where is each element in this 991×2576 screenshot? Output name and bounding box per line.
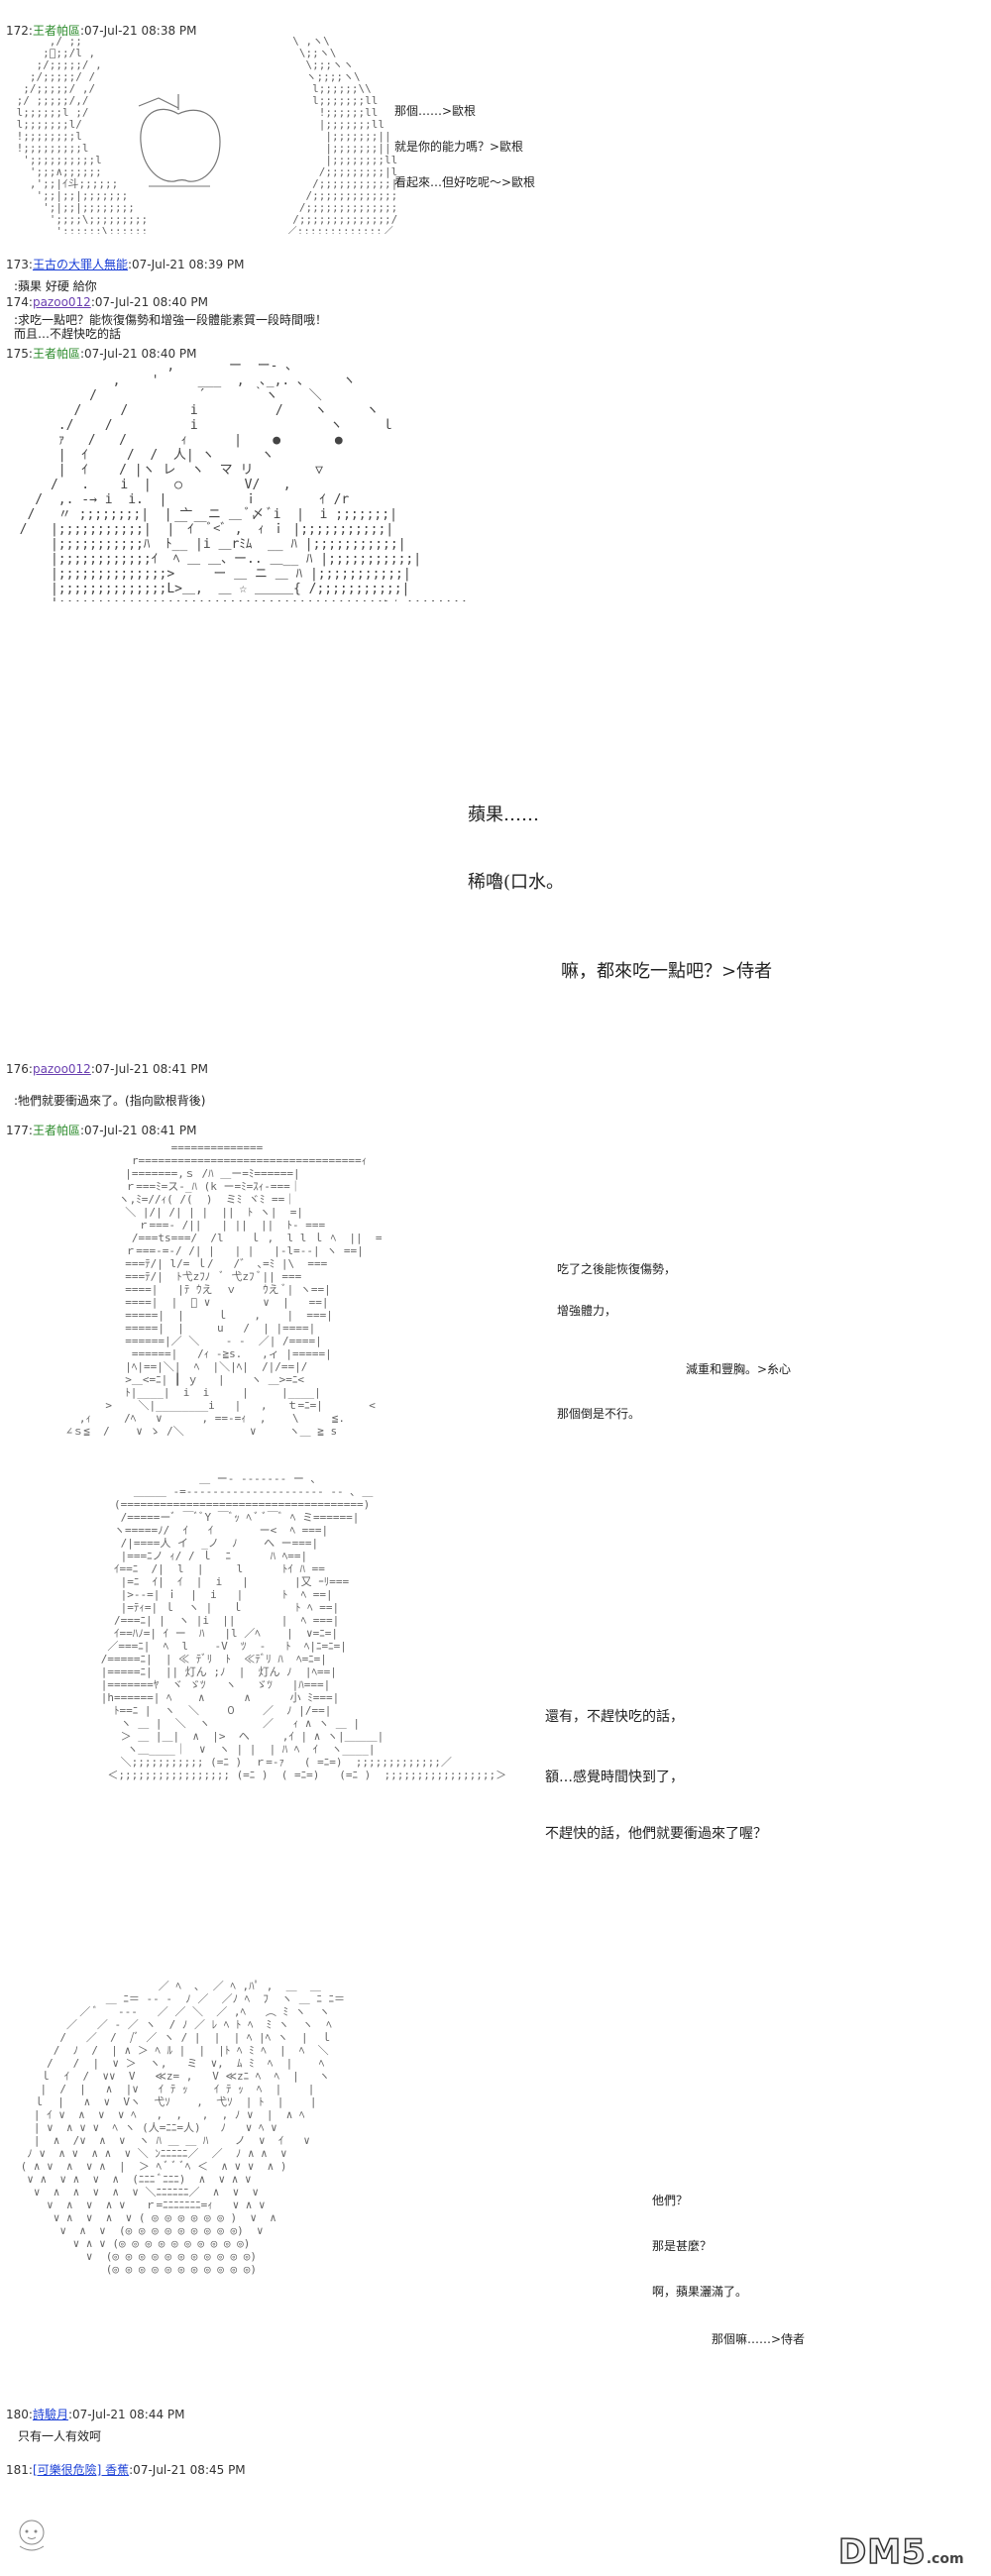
dialog-line: 減重和豐胸。>糸心	[686, 1362, 792, 1376]
dialog-line: 嘛，都來吃一點吧？>侍者	[561, 961, 773, 982]
poster-name[interactable]: 王者帕區	[32, 24, 80, 38]
dialog-line: 那是甚麼？	[652, 2239, 713, 2253]
post-body: 只有一人有效呵	[18, 2429, 102, 2443]
poster-name[interactable]: pazoo012	[32, 1062, 91, 1076]
dialog-line: 那個倒是不行。	[557, 1407, 641, 1421]
dialog-line: 看起來…但好吃呢～>歐根	[394, 175, 536, 189]
post-body: 而且…不趕快吃的話	[14, 327, 122, 341]
dialog-line: 蘋果……	[468, 805, 539, 825]
dm5-logo: DM5.com	[837, 2531, 983, 2573]
dialog-line: 稀嚕(口水。	[468, 872, 565, 893]
ascii-art-right-hair: \ ,ヽ\ \;;ヽ\ \;;;ヽヽ ヽ;;;;ヽ\ l;;;;;;\\ l;;…	[285, 36, 398, 234]
ascii-art-panel-b: ＿ ー‐ ‐‐‐‐‐‐‐ ー ､ ＿＿＿ -=‐‐‐‐‐‐‐‐‐‐‐‐‐‐‐‐‐…	[100, 1472, 507, 1781]
poster-name[interactable]: pazoo012	[32, 295, 91, 309]
post-header-172: 172:王者帕區:07-Jul-21 08:38 PM	[6, 24, 197, 38]
apple-drawing	[138, 94, 221, 187]
post-header-181: 181:[可樂很危險] 香蕉:07-Jul-21 08:45 PM	[6, 2463, 246, 2477]
poster-name[interactable]: 王者帕區	[32, 347, 80, 361]
dialog-line: 那個嘛……>侍者	[712, 2332, 806, 2346]
dm5-logo-suffix: .com	[926, 2551, 964, 2567]
poster-name[interactable]: [可樂很危險] 香蕉	[32, 2463, 130, 2477]
poster-name[interactable]: 王古の大罪人無能	[32, 258, 128, 271]
post-body: :牠們就要衝過來了。(指向歐根背後)	[14, 1094, 206, 1108]
ascii-art-left-hair: ,/ ;; ;ﾞ;;/l , ;/;;;;;/ , ;/;;;;;/ / ;/;…	[16, 36, 149, 234]
dialog-line: 額…感覺時間快到了，	[545, 1770, 684, 1785]
poster-name[interactable]: 王者帕區	[32, 1124, 80, 1137]
ascii-art-panel-a: ============== r========================…	[65, 1141, 383, 1438]
post-header-173: 173:王古の大罪人無能:07-Jul-21 08:39 PM	[6, 258, 245, 271]
dialog-line: 吃了之後能恢復傷勢，	[557, 1262, 677, 1276]
dialog-line: 他們？	[652, 2194, 689, 2207]
post-body: :蘋果 好硬 給你	[14, 279, 97, 293]
dialog-line: 啊，蘋果灑滿了。	[652, 2285, 748, 2299]
post-header-174: 174:pazoo012:07-Jul-21 08:40 PM	[6, 295, 209, 309]
ascii-art-panel-c: ／ ﾍ ､ ／ ﾍ ,ﾊﾟ , ＿ ＿ ＿ ﾆ＝ ‐‐ ‐ ﾉ ／ ／ﾉ ﾍ ﾌ…	[20, 1980, 346, 2276]
post-header-175: 175:王者帕區:07-Jul-21 08:40 PM	[6, 347, 197, 361]
dialog-line: 增強體力，	[557, 1304, 617, 1318]
small-character-doodle	[19, 2520, 45, 2551]
poster-name[interactable]: 詩驗月	[32, 2408, 68, 2421]
post-header-180: 180:詩驗月:07-Jul-21 08:44 PM	[6, 2408, 185, 2421]
post-body: :求吃一點吧？能恢復傷勢和增強一段體能素質一段時間哦！	[14, 313, 328, 327]
dialog-line: 那個……>歐根	[394, 104, 477, 118]
dm5-logo-text: DM5	[837, 2531, 927, 2573]
dialog-line: 不趕快的話，他們就要衝過來了喔？	[545, 1826, 767, 1842]
ascii-art-character-maid: , ー ー- ､ , ' ___ , ､_,. ､ ヽ / ´ ｀ヽ ＼ / /…	[19, 359, 470, 601]
dialog-line: 還有，不趕快吃的話，	[545, 1709, 684, 1725]
dialog-line: 就是你的能力嗎？>歐根	[394, 140, 524, 154]
post-header-176: 176:pazoo012:07-Jul-21 08:41 PM	[6, 1062, 209, 1076]
post-header-177: 177:王者帕區:07-Jul-21 08:41 PM	[6, 1124, 197, 1137]
